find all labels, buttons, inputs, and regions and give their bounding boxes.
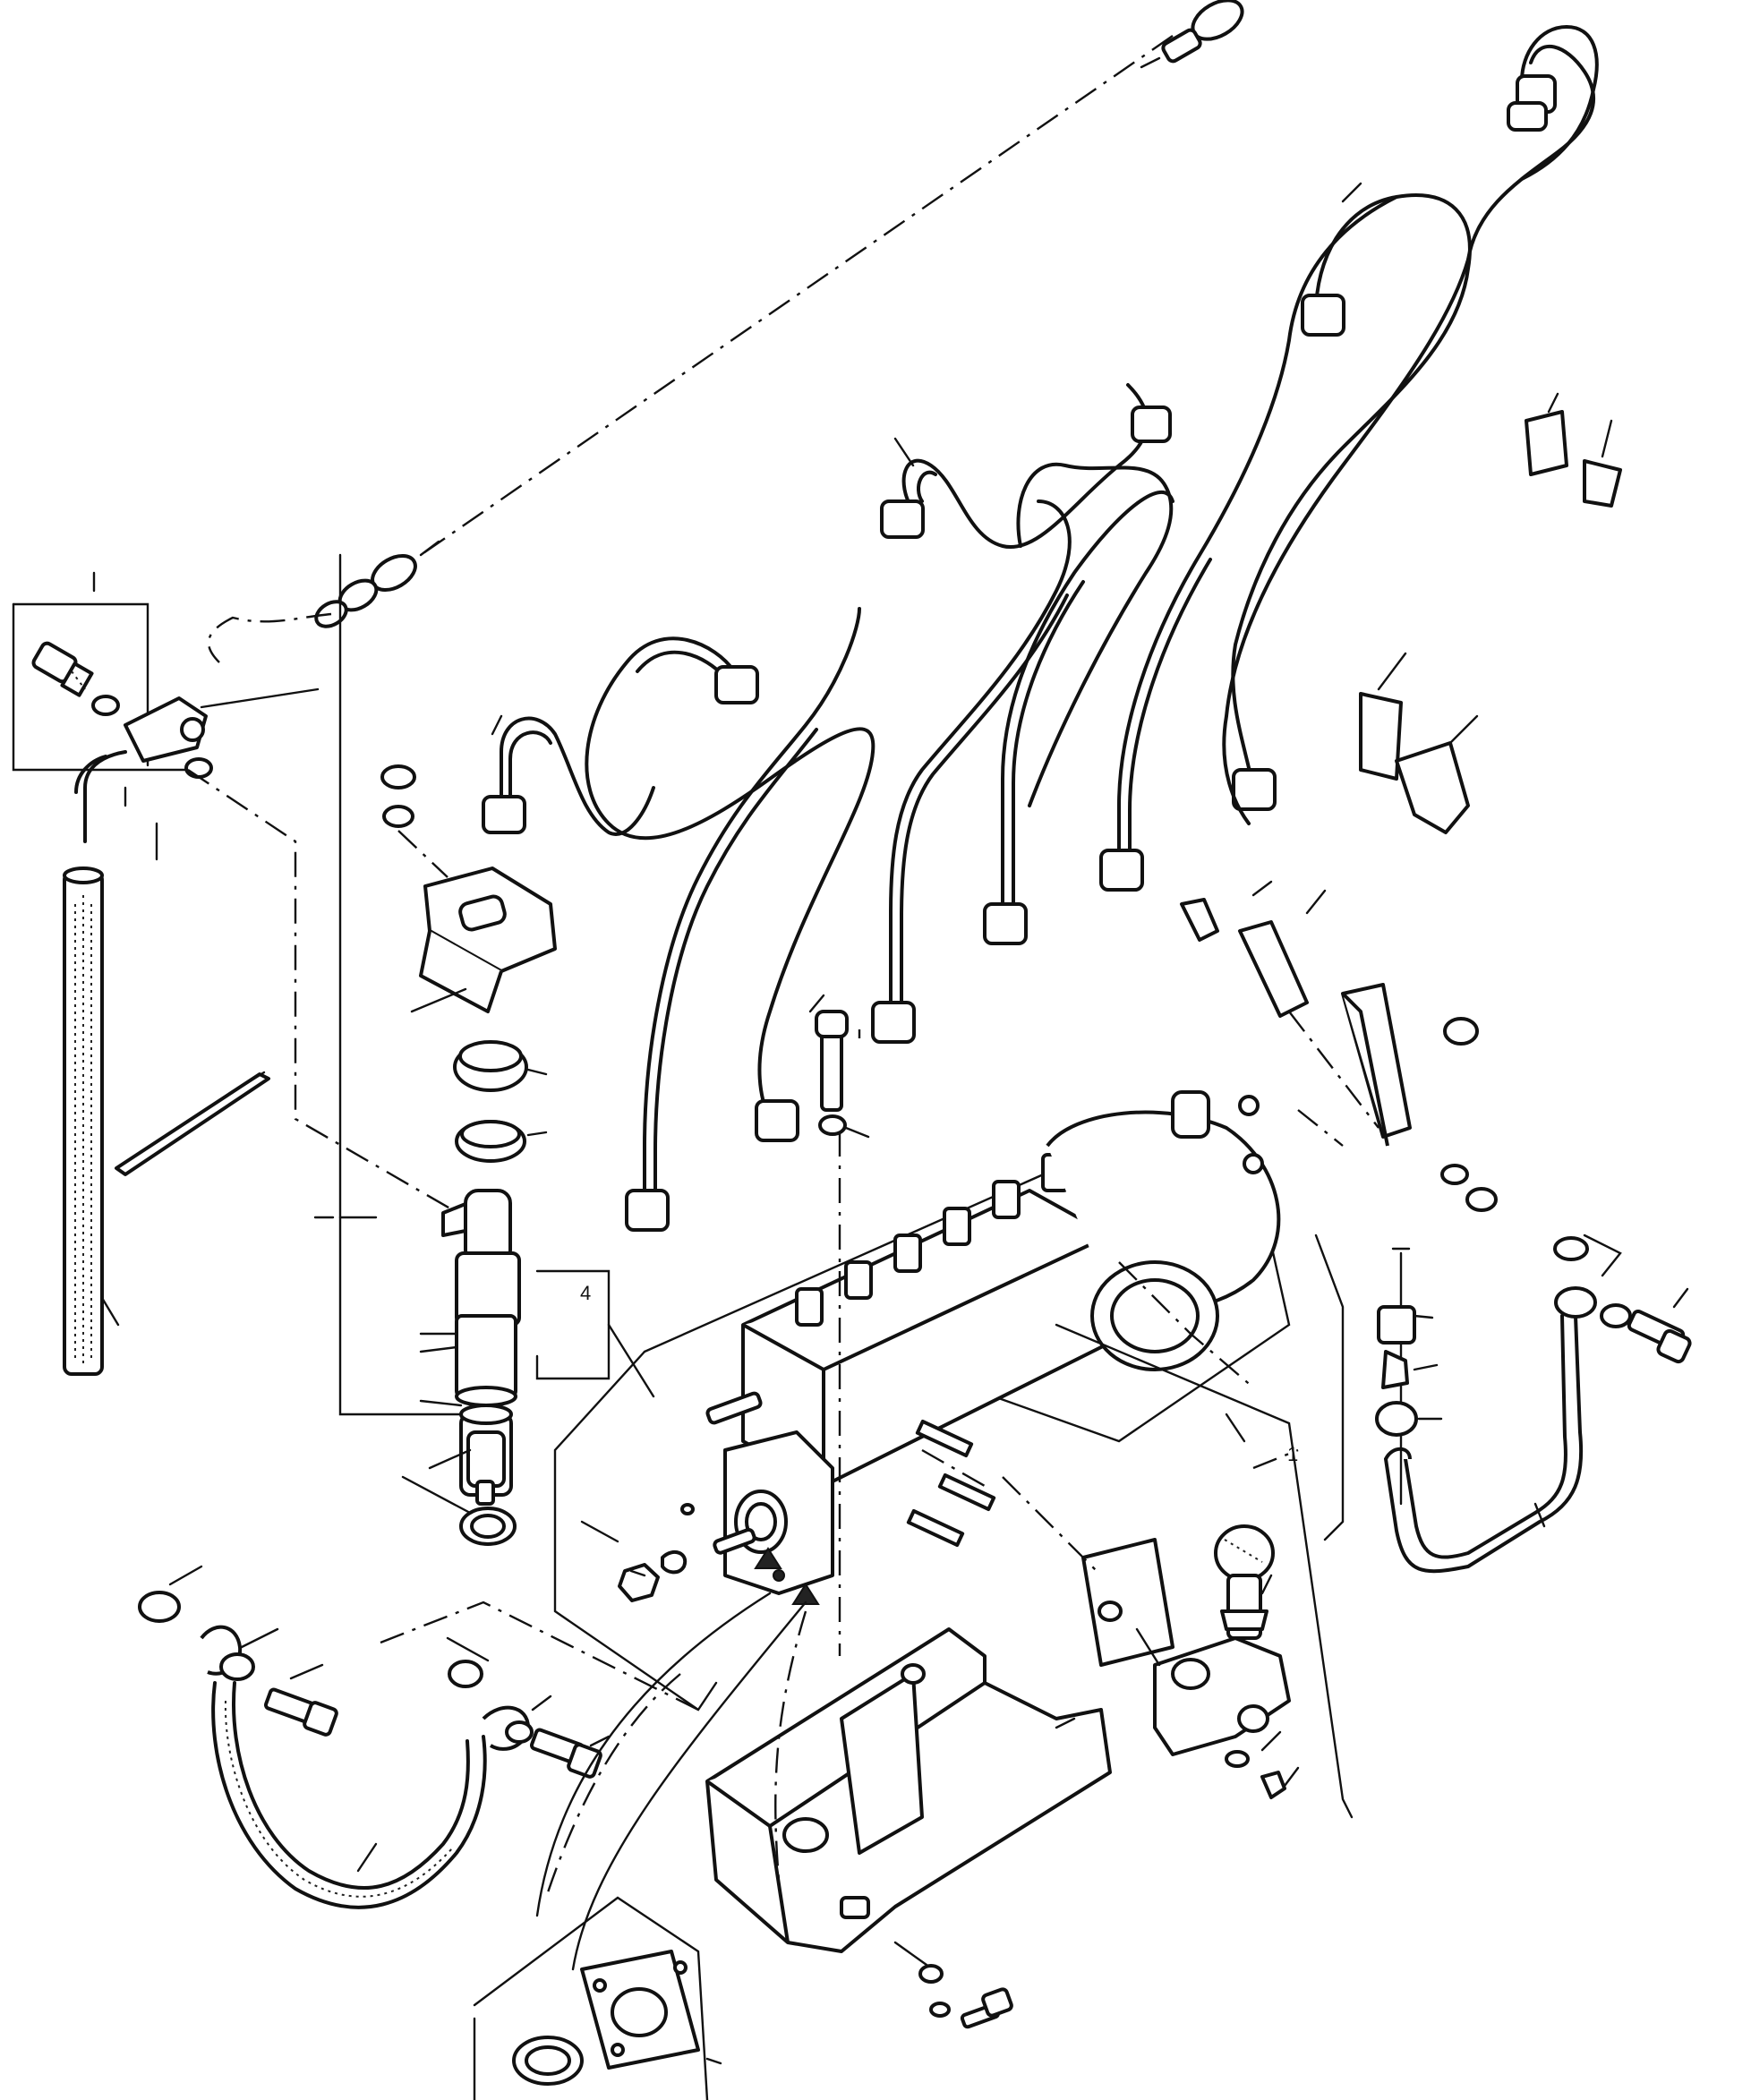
pipe-nut-5a — [1301, 294, 1345, 337]
check-valve-cap — [1375, 1401, 1418, 1437]
dimension-guides — [380, 1109, 1345, 1971]
pipe-nut-3 — [871, 1001, 916, 1044]
feed-pump-assembly — [1055, 1323, 1354, 1819]
washer-b — [1600, 1303, 1632, 1328]
injection-pipes — [482, 25, 1599, 1232]
pipe-nut-2 — [625, 1189, 670, 1232]
nozzle-tip — [428, 1430, 506, 1506]
banjo-eye — [1554, 1286, 1597, 1319]
coupling-gasket — [473, 1896, 722, 2100]
fuel-hose-left — [138, 1565, 487, 1909]
banjo-bolt-right — [1627, 1309, 1692, 1364]
bracket-bolts — [893, 1941, 1013, 2029]
pipe-nut-3a — [880, 499, 925, 539]
governor-housing — [1046, 1090, 1281, 1371]
hose-bolt-left — [263, 1687, 338, 1737]
mounting-studs — [906, 1419, 996, 1548]
sealing-ring-lower — [455, 1120, 548, 1163]
leak-off-line-group — [207, 0, 1244, 663]
priming-pump-knob — [1214, 1524, 1275, 1640]
hex-nut — [1465, 1187, 1498, 1212]
pipe-nut-6b — [1507, 101, 1548, 132]
fuel-feed-pipe — [1384, 1234, 1692, 1574]
nozzle-washer — [401, 1475, 517, 1546]
feed-pump-washer — [1225, 1750, 1250, 1768]
fuel-hose-right — [446, 1636, 611, 1779]
bracket-bolt — [1180, 898, 1219, 942]
small-washer — [680, 1503, 695, 1515]
pipe-nut-4 — [983, 902, 1028, 945]
camshaft-stub — [705, 1391, 763, 1425]
feed-pump-gasket — [1081, 1538, 1174, 1667]
pump-front-plate — [713, 1430, 834, 1595]
tool-pin — [115, 1071, 270, 1176]
feed-pump-body — [1135, 1627, 1291, 1756]
nut-bracket — [1443, 1017, 1479, 1046]
washer-a — [1553, 1236, 1589, 1261]
lock-washer — [661, 1549, 688, 1575]
callout-label-4: 4 — [580, 1282, 591, 1304]
injector-body — [441, 1189, 521, 1407]
tee-connector — [74, 696, 213, 843]
delivery-valve-holders — [795, 1153, 1070, 1327]
pipe-nut-5 — [1099, 849, 1144, 892]
nut — [618, 1563, 660, 1602]
bolt-above-pump — [808, 994, 870, 1139]
tee-fitting-group — [12, 571, 320, 861]
pipe-nut-2a — [714, 665, 759, 704]
injector-clamp — [410, 866, 557, 1013]
alignment-arrow-1 — [754, 1547, 782, 1569]
pipe-nut-2b — [755, 1099, 799, 1142]
pipe-nut-3b — [1131, 405, 1172, 443]
sealing-ring-upper — [453, 1040, 548, 1092]
banjo-fitting-middle — [314, 540, 440, 628]
spring-washer — [1440, 1164, 1469, 1185]
pipe-nut-1a — [482, 795, 526, 834]
leak-off-pipe — [63, 866, 120, 1376]
bracket-lower-right — [1180, 880, 1498, 1212]
pipe-clip-middle — [1359, 652, 1479, 834]
alignment-arrow-2 — [791, 1583, 820, 1605]
check-valve-body — [1377, 1305, 1416, 1345]
hose-bolt-right — [529, 1728, 602, 1779]
injector-assembly — [187, 553, 557, 1546]
feed-pump-nut — [1260, 1771, 1286, 1799]
check-valve-column — [1375, 1247, 1443, 1506]
pipe-nut-5b — [1232, 768, 1277, 811]
oil-seal-bottom — [512, 2036, 584, 2086]
sealing-washer — [91, 695, 120, 716]
injection-pump-body — [553, 1029, 1291, 1712]
check-valve-spring — [1381, 1350, 1409, 1389]
injector-nut-small — [380, 764, 416, 828]
pump-mounting-bracket — [705, 1627, 1112, 1953]
banjo-bolt — [31, 641, 94, 697]
banjo-fitting-top — [1140, 0, 1244, 69]
pipe-clip-upper — [1525, 392, 1622, 508]
